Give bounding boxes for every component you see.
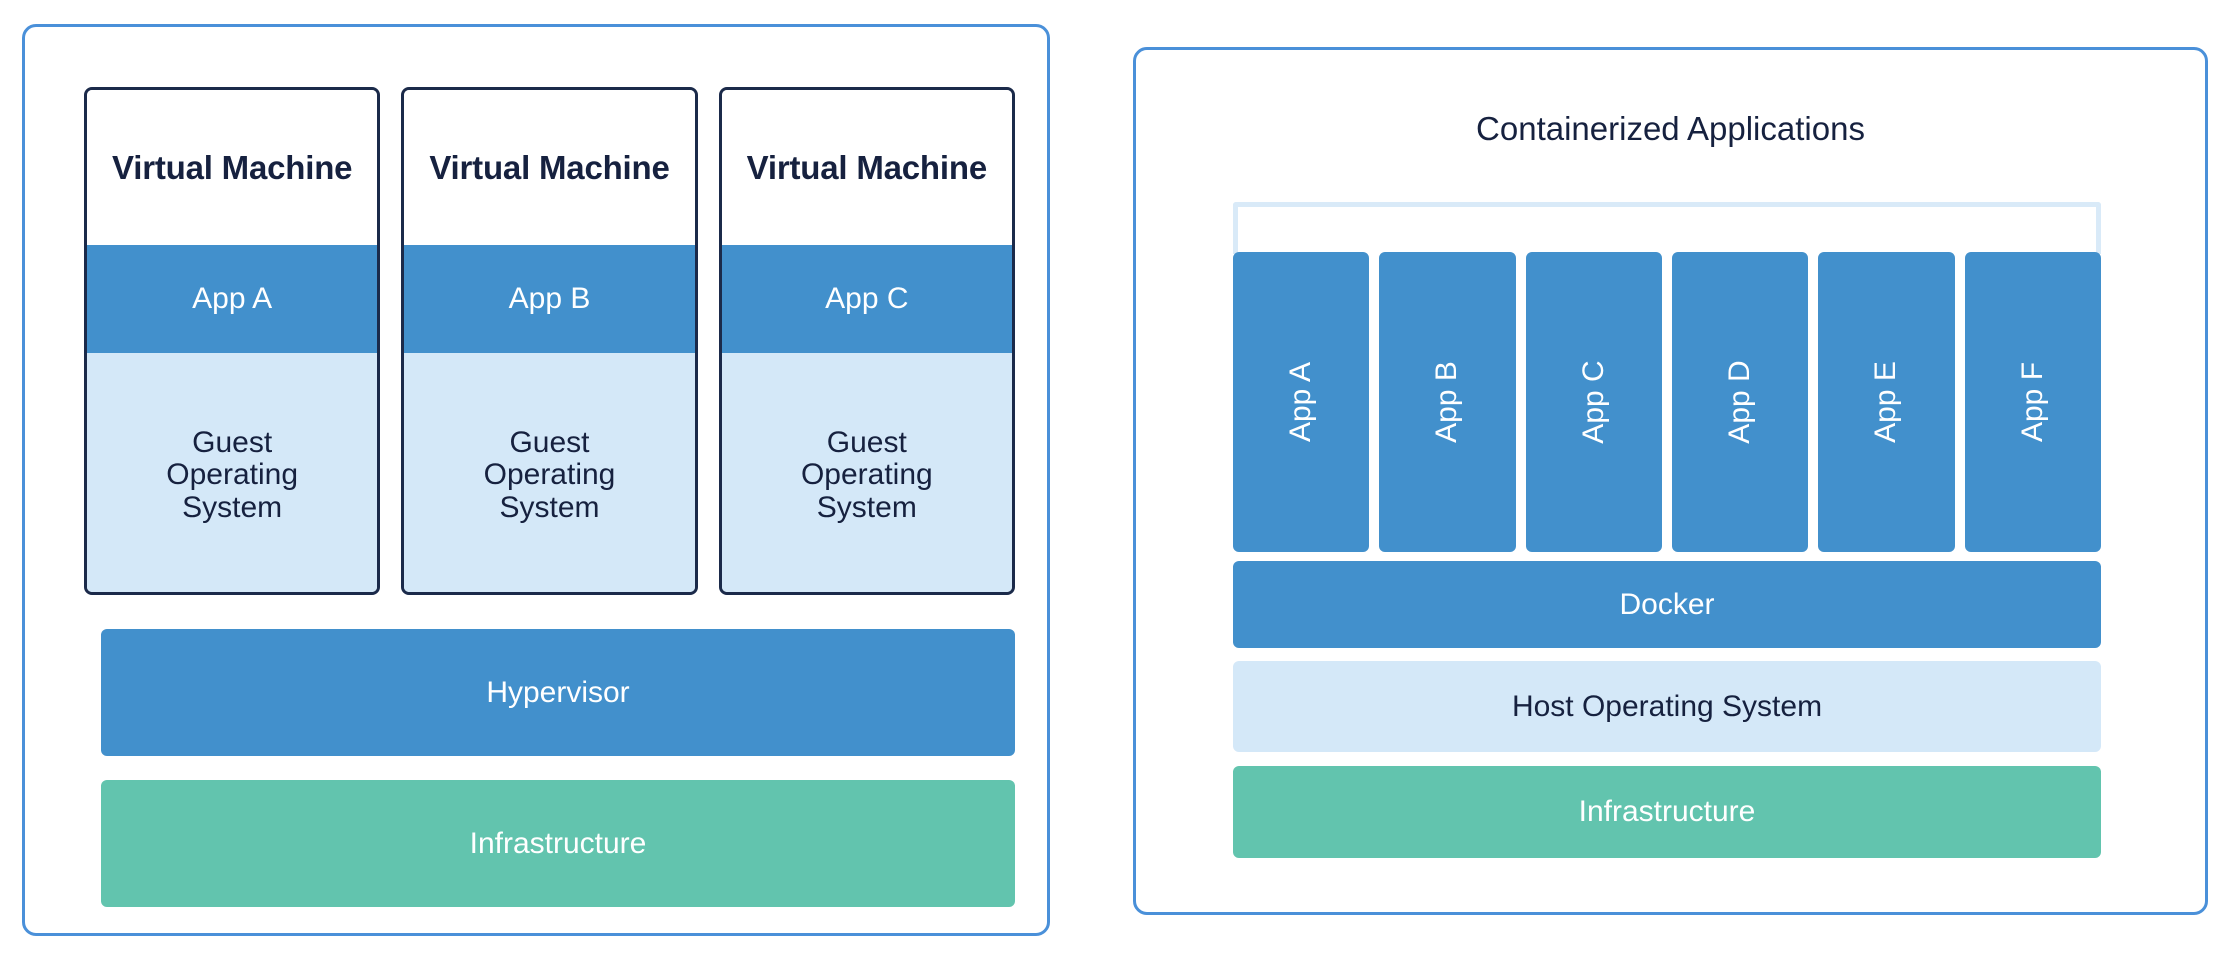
vm-title-zone-1: Virtual Machine <box>87 90 378 245</box>
infrastructure-layer-vm[interactable]: Infrastructure <box>101 780 1015 907</box>
infrastructure-label-vm: Infrastructure <box>469 826 647 860</box>
containerized-applications-title: Containerized Applications <box>1476 110 1865 147</box>
container-label-e: App E <box>1869 361 1903 443</box>
container-box-c[interactable]: App C <box>1525 252 1662 552</box>
host-operating-system-layer[interactable]: Host Operating System <box>1233 661 2101 752</box>
vm-app-label-1: App A <box>192 282 273 315</box>
vm-app-label-3: App C <box>825 282 909 315</box>
container-box-a[interactable]: App A <box>1233 252 1370 552</box>
container-box-d[interactable]: App D <box>1671 252 1809 552</box>
container-label-c: App C <box>1576 360 1610 444</box>
vm-title-3: Virtual Machine <box>746 148 987 186</box>
container-box-b[interactable]: App B <box>1379 252 1516 552</box>
docker-label: Docker <box>1619 587 1715 621</box>
vm-title-2: Virtual Machine <box>429 148 670 186</box>
container-row: App A App B App C App D App E App F <box>1233 252 2101 552</box>
host-operating-system-label: Host Operating System <box>1511 689 1823 723</box>
vm-app-zone-2: App B <box>404 245 695 353</box>
vm-app-label-2: App B <box>508 282 591 315</box>
infrastructure-label-container: Infrastructure <box>1578 795 1756 828</box>
container-label-d: App D <box>1723 360 1757 444</box>
vm-title-zone-2: Virtual Machine <box>404 90 695 245</box>
vm-title-1: Virtual Machine <box>112 148 353 186</box>
container-box-f[interactable]: App F <box>1964 252 2101 552</box>
container-box-e[interactable]: App E <box>1818 252 1955 552</box>
vm-app-zone-1: App A <box>87 245 378 353</box>
containerized-applications-bracket <box>1233 202 2101 254</box>
container-label-f: App F <box>2015 361 2049 443</box>
docker-layer[interactable]: Docker <box>1233 561 2101 648</box>
infrastructure-layer-container[interactable]: Infrastructure <box>1233 766 2101 858</box>
hypervisor-layer[interactable]: Hypervisor <box>101 629 1015 756</box>
hypervisor-label: Hypervisor <box>486 675 630 709</box>
vm-title-zone-3: Virtual Machine <box>721 90 1012 245</box>
vm-app-zone-3: App C <box>721 245 1012 353</box>
container-label-a: App A <box>1284 361 1318 443</box>
container-label-b: App B <box>1430 361 1464 443</box>
